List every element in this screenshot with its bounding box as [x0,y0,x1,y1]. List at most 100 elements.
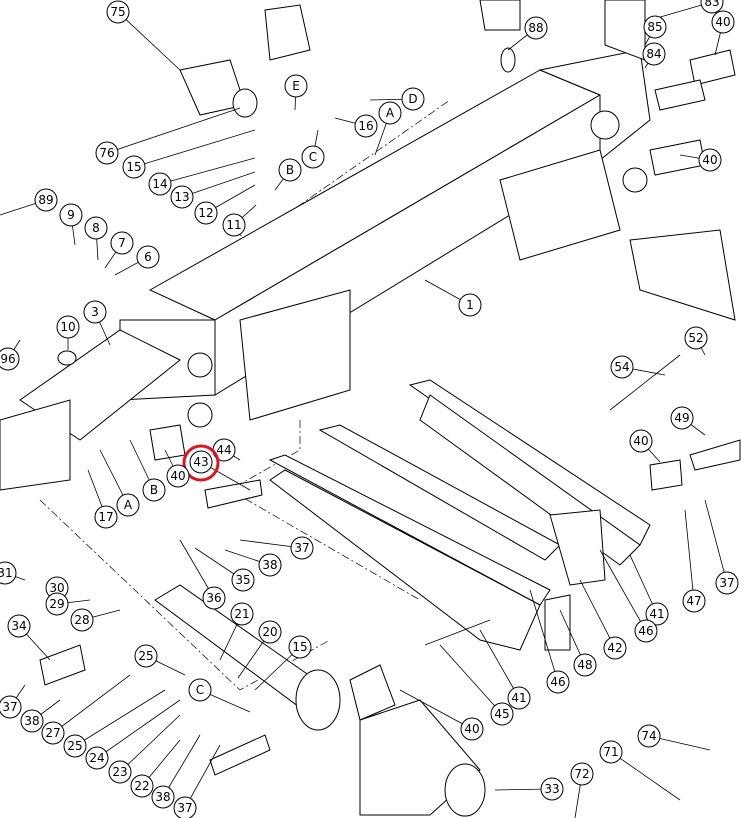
callout-label: 40 [702,153,717,167]
callout-label: 42 [607,641,622,655]
callout-15: 15 [254,635,312,691]
callout-75: 75 [106,0,181,71]
callout-label: 54 [614,360,629,374]
callout-circle [151,785,175,809]
callout-38: 38 [224,549,282,577]
callout-circle [41,721,65,745]
callout-37: 37 [704,499,739,595]
callout-25: 25 [63,689,166,758]
callout-circle [110,231,134,255]
callout-label: 24 [89,751,104,765]
callout-40: 40 [164,449,190,488]
callout-label: 34 [11,619,26,633]
callout-circle [458,293,482,317]
leader-line [162,734,201,798]
callout-B: B [129,439,166,502]
callout-85: 85 [643,15,667,46]
callout-circle [70,608,94,632]
callout-label: 23 [112,765,127,779]
callout-circle [290,536,314,560]
callout-label: E [292,79,300,93]
callout-30: 30 [45,576,69,600]
callout-circle [629,429,653,453]
callout-label: 15 [292,640,307,654]
callout-label: 52 [688,331,703,345]
callout-label: 37 [294,541,309,555]
small-parts [39,0,741,776]
callout-38: 38 [151,734,201,809]
callout-36: 36 [179,539,226,610]
callout-circle [643,15,667,39]
callout-label: 47 [686,594,701,608]
callout-label: 71 [603,745,618,759]
callout-31: 31 [0,561,26,585]
callout-24: 24 [85,699,181,770]
callout-circle [700,0,724,14]
callout-label: 75 [110,5,125,19]
callout-label: 36 [206,591,221,605]
callout-label: 17 [98,510,113,524]
callout-label: 88 [528,21,543,35]
callout-88: 88 [507,16,548,51]
callout-72: 72 [570,762,594,818]
leader-line [106,107,241,154]
callout-label: 40 [715,15,730,29]
callout-22: 22 [130,739,181,798]
callout-34: 34 [7,614,51,661]
callout-label: 44 [216,443,231,457]
callout-49: 49 [670,406,706,436]
callout-circle [599,740,623,764]
leader-line [529,589,559,683]
callout-83: 83 [649,0,724,21]
callout-label: D [408,92,417,106]
callout-circle [288,635,312,659]
callout-label: 74 [641,729,656,743]
callout-circle [130,774,154,798]
callout-circle [85,746,109,770]
callout-46: 46 [529,589,570,694]
callout-circle [698,148,722,172]
callout-label: 83 [704,0,719,9]
callout-circle [490,702,514,726]
callout-circle [682,589,706,613]
callout-circle [134,644,158,668]
callout-label: 14 [152,177,167,191]
callout-52: 52 [684,326,708,356]
callout-40: 40 [711,10,735,56]
callout-23: 23 [108,714,181,784]
callout-circle [711,10,735,34]
callout-label: 25 [67,739,82,753]
callout-circle [166,464,190,488]
callout-label: 20 [262,625,277,639]
callout-A: A [99,449,140,517]
callout-label: 37 [2,700,17,714]
leader-line [74,689,166,747]
callout-label: 72 [574,767,589,781]
callout-label: 49 [674,411,689,425]
callout-circle [354,114,378,138]
callout-label: 15 [126,160,141,174]
callout-circle [95,141,119,165]
callout-circle [573,653,597,677]
callout-circle [63,734,87,758]
callout-label: 38 [155,790,170,804]
callout-label: 12 [198,206,213,220]
callout-circle [231,568,255,592]
callout-13: 13 [170,171,256,209]
callout-circle [284,74,308,98]
highlight-ring [182,444,220,482]
callout-circle [170,185,194,209]
callout-label: 33 [544,782,559,796]
callout-40: 40 [679,148,722,172]
callout-label: 46 [638,624,653,638]
callout-label: 46 [550,675,565,689]
leader-line [684,509,695,602]
callout-label: 30 [49,581,64,595]
callout-circle [642,42,666,66]
callout-25: 25 [134,644,186,676]
callout-circle [136,245,160,269]
callout-label: 1 [466,298,474,312]
